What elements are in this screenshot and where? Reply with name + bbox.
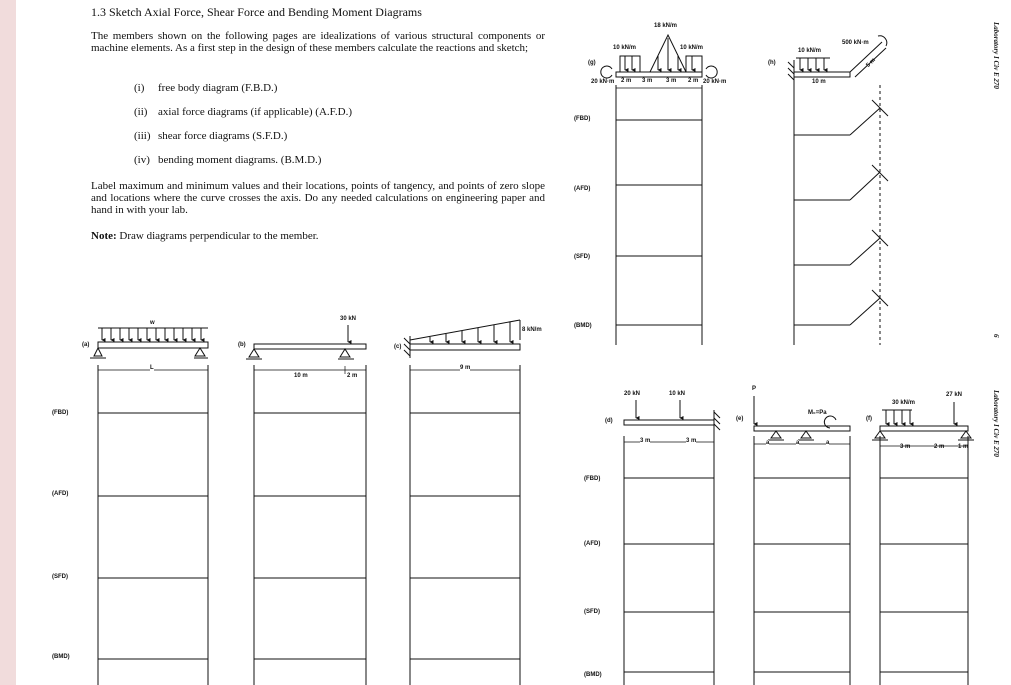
problem-c-beam: [403, 319, 521, 358]
problem-g-beam: [600, 33, 718, 79]
list-num-4: (iv): [134, 154, 150, 166]
row-label-fbd-d: (FBD): [584, 476, 601, 482]
list-text-3: shear force diagrams (S.F.D.): [158, 130, 288, 142]
problem-c-load: 8 kN/m: [522, 327, 542, 333]
problem-d-load1: 20 kN: [624, 391, 641, 397]
section-heading: 1.3 Sketch Axial Force, Shear Force and …: [91, 5, 422, 19]
row-label-sfd: (SFD): [52, 574, 68, 580]
side-header-bottom: Laboratory I Civ E 270: [992, 390, 1000, 457]
problem-b-beam: [246, 325, 367, 360]
list-num-1: (i): [134, 82, 145, 94]
side-header-top: Laboratory I Civ E 270: [992, 22, 1000, 89]
problem-g-rm: 20 kN·m: [703, 79, 727, 85]
problem-a-tag: (a): [82, 342, 90, 348]
problem-f-load2: 27 kN: [946, 392, 963, 398]
row-label-bmd-g: (BMD): [574, 323, 592, 329]
problem-b-span1: 10 m: [294, 373, 308, 379]
problem-e-a1: a: [766, 440, 770, 446]
problem-e-grid: [753, 436, 851, 685]
problem-f-tag: (f): [866, 416, 872, 422]
problem-b-grid: [253, 365, 367, 685]
problem-f-beam: [872, 402, 974, 441]
row-label-fbd-g: (FBD): [574, 116, 591, 122]
problem-g-grid: [615, 85, 703, 345]
row-label-bmd-d: (BMD): [584, 672, 602, 678]
problem-g-s1: 2 m: [621, 78, 632, 84]
row-label-afd-d: (AFD): [584, 541, 601, 547]
list-text-2: axial force diagrams (if applicable) (A.…: [158, 106, 352, 118]
intro-paragraph: The members shown on the following pages…: [91, 30, 545, 54]
page-edge-strip: [0, 0, 16, 685]
problem-f-span2: 2 m: [934, 444, 945, 450]
problem-e-beam: [753, 396, 851, 441]
problem-h-grid: [793, 84, 889, 345]
problem-g-s2: 3 m: [642, 78, 653, 84]
problem-d-span1: 3 m: [640, 438, 651, 444]
problem-a-beam: [90, 327, 209, 359]
problem-g-peak: 18 kN/m: [654, 23, 678, 29]
problem-h-load1: 10 kN/m: [798, 48, 822, 54]
instructions-paragraph: Label maximum and minimum values and the…: [91, 180, 545, 216]
problem-d-tag: (d): [605, 418, 613, 424]
problem-g-s3: 3 m: [666, 78, 677, 84]
row-label-bmd: (BMD): [52, 654, 70, 660]
problem-g-lm: 20 kN·m: [591, 79, 615, 85]
problem-f-grid: [879, 436, 969, 685]
problem-g-s4: 2 m: [688, 78, 699, 84]
problem-c-grid: [409, 365, 521, 685]
row-label-sfd-d: (SFD): [584, 609, 600, 615]
problem-f-load1: 30 kN/m: [892, 400, 916, 406]
problem-b-span2: 2 m: [347, 373, 358, 379]
row-label-afd: (AFD): [52, 491, 69, 497]
problem-c-span: 9 m: [460, 365, 471, 371]
problem-h-s1: 10 m: [812, 79, 826, 85]
note-text: Draw diagrams perpendicular to the membe…: [119, 230, 319, 242]
problem-a-grid: [97, 365, 209, 685]
problem-a-load: w: [150, 320, 155, 326]
problem-e-moment: M₀=Pa: [808, 410, 827, 416]
problem-h-frame: [787, 35, 888, 84]
problem-e-tag: (e): [736, 416, 744, 422]
problem-g-left: 10 kN/m: [613, 45, 637, 51]
list-text-4: bending moment diagrams. (B.M.D.): [158, 154, 322, 166]
problem-g-tag: (g): [588, 60, 596, 66]
note-line: Note: Draw diagrams perpendicular to the…: [91, 230, 319, 242]
problem-c-tag: (c): [394, 344, 402, 350]
list-num-2: (ii): [134, 106, 148, 118]
problem-d-beam: [623, 400, 721, 436]
problem-e-load: P: [752, 386, 757, 392]
problem-b-tag: (b): [238, 342, 246, 348]
problem-h-tag: (h): [768, 60, 776, 66]
problem-f-span3: 1 m: [958, 444, 969, 450]
problem-f-span1: 3 m: [900, 444, 911, 450]
list-num-3: (iii): [134, 130, 151, 142]
problem-d-span2: 3 m: [686, 438, 697, 444]
row-label-fbd: (FBD): [52, 410, 69, 416]
side-page-number: 6: [992, 334, 1000, 338]
problem-g-right: 10 kN/m: [680, 45, 704, 51]
list-text-1: free body diagram (F.B.D.): [158, 82, 278, 94]
problem-b-load: 30 kN: [340, 316, 357, 322]
problem-a-span: L: [150, 365, 154, 371]
problem-e-a2: a: [796, 440, 800, 446]
problem-e-a3: a: [826, 440, 830, 446]
problem-h-load2: 500 kN·m: [842, 40, 869, 46]
row-label-sfd-g: (SFD): [574, 254, 590, 260]
problem-d-load2: 10 kN: [669, 391, 686, 397]
note-label: Note:: [91, 230, 117, 242]
problem-d-grid: [623, 436, 715, 685]
row-label-afd-g: (AFD): [574, 186, 591, 192]
